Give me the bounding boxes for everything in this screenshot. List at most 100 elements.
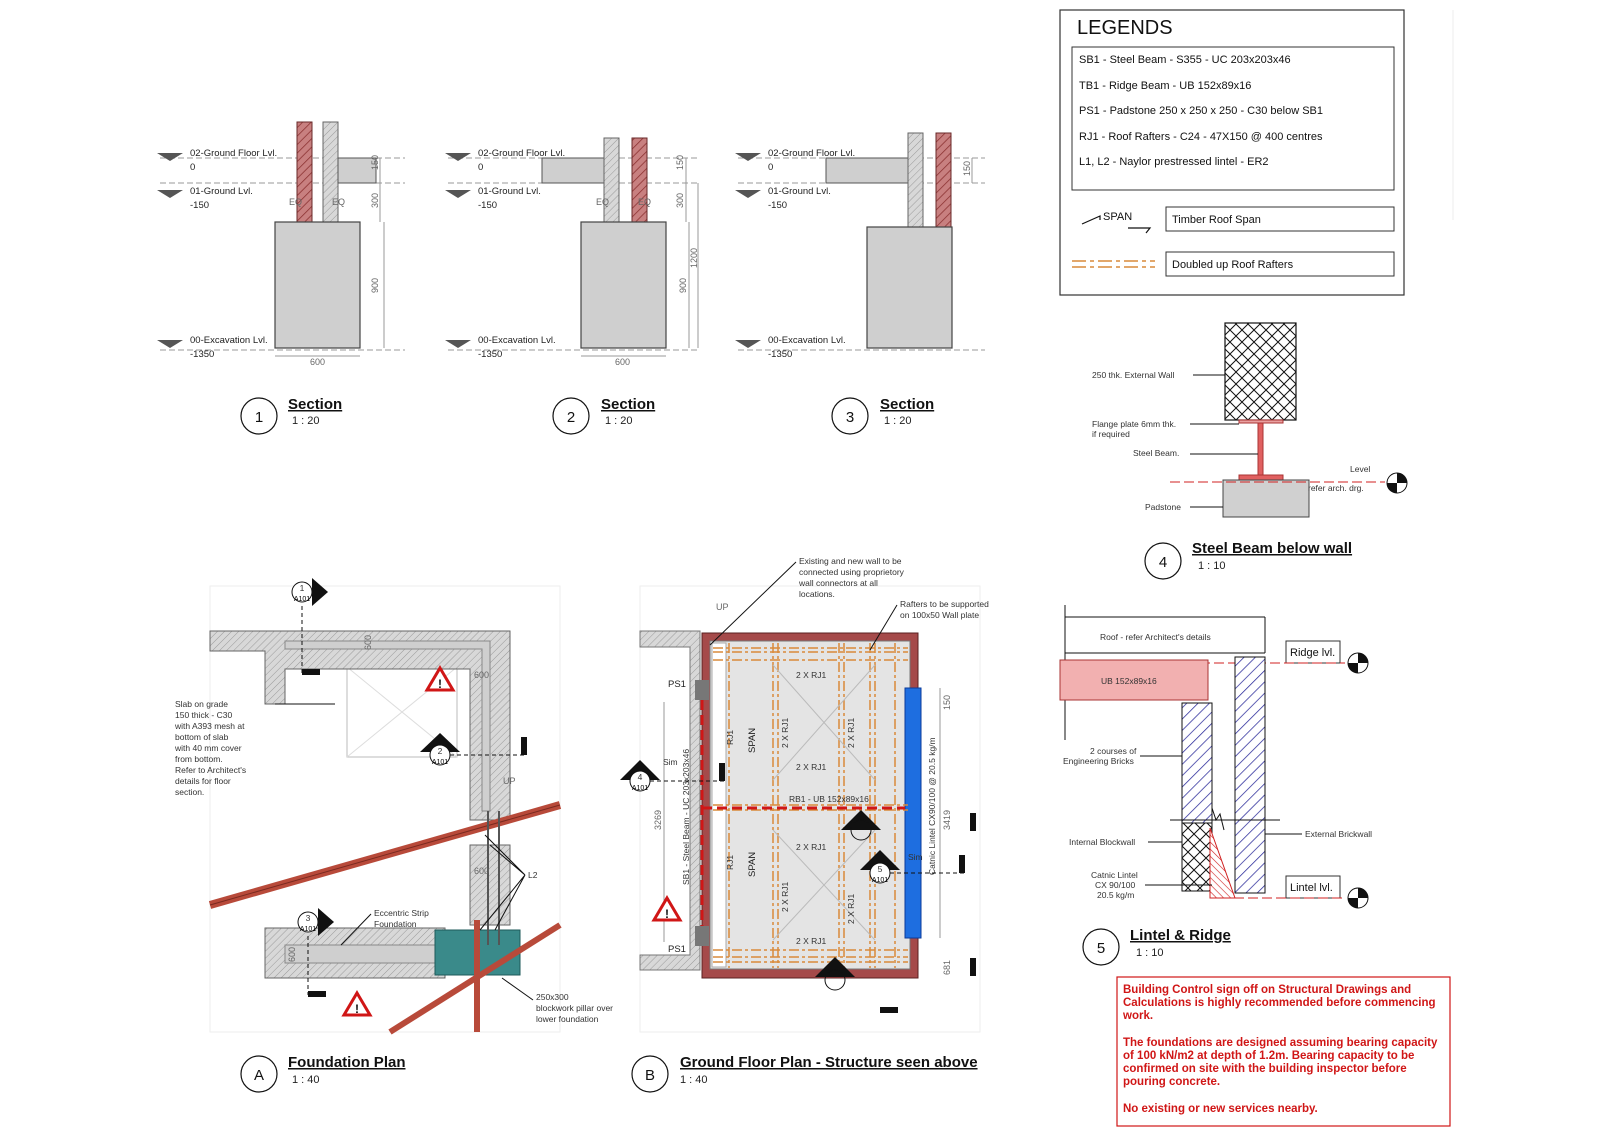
callout-label: Steel Beam. bbox=[1133, 448, 1179, 458]
view-title: Section bbox=[880, 396, 934, 413]
level-value: -150 bbox=[478, 200, 497, 211]
warning-icon: ! bbox=[651, 895, 683, 922]
view-title: Lintel & Ridge bbox=[1130, 927, 1231, 944]
callout-label: from bottom. bbox=[175, 754, 223, 764]
view-scale: 1 : 40 bbox=[680, 1074, 708, 1086]
level-label: 02-Ground Floor Lvl. bbox=[478, 148, 565, 159]
view-scale: 1 : 10 bbox=[1198, 560, 1226, 572]
sim-label: Sim bbox=[908, 852, 923, 862]
svg-text:A101: A101 bbox=[632, 785, 648, 792]
legends-panel: LEGENDS SB1 - Steel Beam - S355 - UC 203… bbox=[1059, 9, 1405, 296]
rafter-label: 2 X RJ1 bbox=[796, 762, 827, 772]
view-number: 3 bbox=[846, 409, 854, 426]
callout-label: UB 152x89x16 bbox=[1101, 676, 1157, 686]
legend-item: L1, L2 - Naylor prestressed lintel - ER2 bbox=[1079, 156, 1269, 168]
level-label: 00-Excavation Lvl. bbox=[768, 335, 846, 346]
stair-up-label: UP bbox=[503, 776, 516, 786]
callout-label: Refer to Architect's bbox=[175, 765, 246, 775]
note-line: The foundations are designed assuming be… bbox=[1123, 1037, 1438, 1049]
level-marker-icon bbox=[735, 340, 761, 348]
level-marker-icon bbox=[445, 190, 471, 198]
view-number: A bbox=[254, 1067, 264, 1084]
dim-label: 900 bbox=[370, 278, 380, 293]
dim-label: 3419 bbox=[942, 810, 952, 830]
dim-label: 600 bbox=[474, 866, 489, 876]
view-number: 2 bbox=[567, 409, 575, 426]
dim-label: 600 bbox=[310, 357, 325, 367]
dim-label: 3269 bbox=[653, 810, 663, 830]
callout-label: section. bbox=[175, 787, 204, 797]
view-scale: 1 : 20 bbox=[605, 415, 633, 427]
svg-text:A101: A101 bbox=[872, 877, 888, 884]
note-line: No existing or new services nearby. bbox=[1123, 1103, 1318, 1115]
callout-label: Catnic Lintel bbox=[1091, 870, 1138, 880]
callout-label: with A393 mesh at bbox=[174, 721, 245, 731]
rafter-label: RJ1 bbox=[725, 730, 735, 745]
detail-4-title-block: 4 Steel Beam below wall 1 : 10 bbox=[1144, 540, 1352, 580]
dim-label: 300 bbox=[370, 193, 380, 208]
section-3-title-block: 3 Section 1 : 20 bbox=[831, 396, 934, 435]
ground-floor-plan-drawing: PS1 PS1 SB1 - Steel Beam - UC 203x203x46… bbox=[620, 556, 989, 1033]
view-title: Foundation Plan bbox=[288, 1054, 406, 1071]
detail-5-drawing: Roof - refer Architect's details Ridge l… bbox=[1059, 605, 1372, 909]
callout-label: L2 bbox=[528, 870, 538, 880]
level-value: -150 bbox=[190, 200, 209, 211]
dim-label: 681 bbox=[942, 960, 952, 975]
level-label: Ridge lvl. bbox=[1290, 647, 1335, 659]
sim-label: Sim bbox=[663, 757, 678, 767]
svg-text:A101: A101 bbox=[300, 926, 316, 933]
beam-label: RB1 - UB 152x89x16 bbox=[789, 794, 869, 804]
section-tag-4-icon: 4 A101 Sim bbox=[620, 757, 725, 792]
level-label: 02-Ground Floor Lvl. bbox=[190, 148, 277, 159]
level-label: 00-Excavation Lvl. bbox=[478, 335, 556, 346]
foundation-plan-title-block: A Foundation Plan 1 : 40 bbox=[240, 1054, 406, 1093]
beam-label: SB1 - Steel Beam - UC 203x203x46 bbox=[681, 749, 691, 885]
span-symbol-label: SPAN bbox=[1103, 211, 1132, 223]
callout-label: lower foundation bbox=[536, 1014, 599, 1024]
rafter-label: 2 X RJ1 bbox=[846, 893, 856, 924]
legends-title: LEGENDS bbox=[1077, 17, 1173, 39]
callout-label: 250 thk. External Wall bbox=[1092, 370, 1174, 380]
legend-item: TB1 - Ridge Beam - UB 152x89x16 bbox=[1079, 80, 1251, 92]
rafter-label: 2 X RJ1 bbox=[796, 670, 827, 680]
rafter-label: 2 X RJ1 bbox=[796, 842, 827, 852]
dim-label: 900 bbox=[678, 278, 688, 293]
dim-label: 150 bbox=[370, 155, 380, 170]
svg-text:4: 4 bbox=[638, 772, 643, 782]
svg-text:A101: A101 bbox=[294, 596, 310, 603]
view-number: 5 bbox=[1097, 940, 1105, 957]
foundation-plan-drawing: 600 600 600 600 UP Slab on grade 150 thi… bbox=[174, 578, 613, 1035]
svg-text:1: 1 bbox=[300, 583, 305, 593]
legend-item: SB1 - Steel Beam - S355 - UC 203x203x46 bbox=[1079, 54, 1291, 66]
callout-label: connected using proprietory bbox=[799, 567, 905, 577]
view-number: 4 bbox=[1159, 554, 1167, 571]
view-scale: 1 : 20 bbox=[884, 415, 912, 427]
view-scale: 1 : 40 bbox=[292, 1074, 320, 1086]
callout-label: Flange plate 6mm thk. bbox=[1092, 419, 1176, 429]
view-scale: 1 : 20 bbox=[292, 415, 320, 427]
dim-label: 150 bbox=[942, 695, 952, 710]
note-line: confirmed on site with the building insp… bbox=[1123, 1063, 1407, 1075]
callout-label: locations. bbox=[799, 589, 835, 599]
svg-text:5: 5 bbox=[878, 864, 883, 874]
rafter-label: 2 X RJ1 bbox=[780, 881, 790, 912]
stair-up-label: UP bbox=[716, 602, 729, 612]
level-value: -1350 bbox=[190, 349, 214, 360]
level-marker-icon bbox=[445, 153, 471, 161]
level-marker-icon bbox=[735, 190, 761, 198]
section-1-drawing: 02-Ground Floor Lvl. 0 01-Ground Lvl. -1… bbox=[157, 121, 405, 367]
level-value: 0 bbox=[190, 162, 195, 173]
level-label: Lintel lvl. bbox=[1290, 882, 1333, 894]
callout-label: External Brickwall bbox=[1305, 829, 1372, 839]
callout-label: PS1 bbox=[668, 679, 686, 690]
warning-icon: ! bbox=[424, 665, 456, 692]
note-line: work. bbox=[1122, 1010, 1153, 1022]
legend-item: PS1 - Padstone 250 x 250 x 250 - C30 bel… bbox=[1079, 105, 1323, 117]
level-marker-icon bbox=[445, 340, 471, 348]
svg-text:!: ! bbox=[438, 677, 442, 691]
dim-label: 150 bbox=[962, 161, 972, 176]
ground-floor-plan-title-block: B Ground Floor Plan - Structure seen abo… bbox=[631, 1054, 978, 1093]
callout-label: refer arch. drg. bbox=[1308, 483, 1364, 493]
svg-text:A101: A101 bbox=[432, 759, 448, 766]
level-marker-icon bbox=[157, 340, 183, 348]
